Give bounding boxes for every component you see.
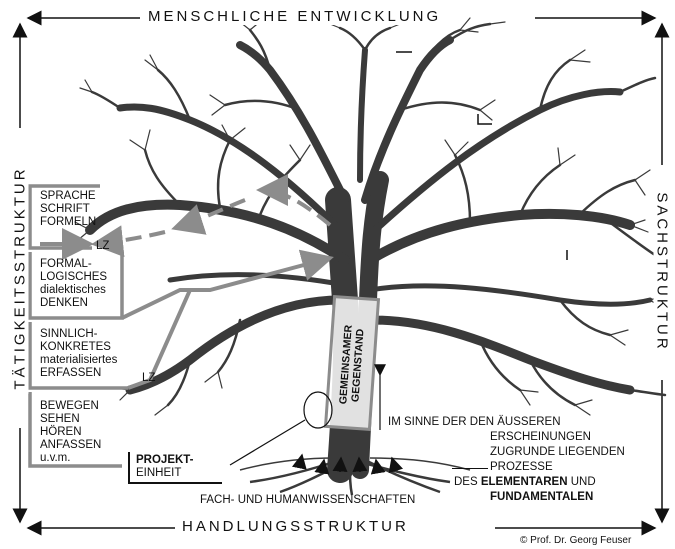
roots-label: FACH- UND HUMANWISSENSCHAFTEN — [200, 494, 415, 507]
stage-line: ERFASSEN — [40, 367, 117, 380]
explanation-line6: FUNDAMENTALEN — [490, 491, 593, 504]
stage-thinking: FORMAL- LOGISCHES dialektisches DENKEN — [40, 258, 107, 310]
project-line1: PROJEKT- — [136, 454, 194, 467]
stage-line: KONKRETES — [40, 341, 117, 354]
explanation-line2: ERSCHEINUNGEN — [490, 431, 591, 444]
stage-line: SEHEN — [40, 413, 101, 426]
stage-line: FORMAL- — [40, 258, 107, 271]
project-pointer — [230, 420, 305, 465]
lz-marker-lower: LZ — [142, 372, 155, 385]
explanation-und: UND — [568, 476, 596, 488]
stage-line: FORMELN — [40, 216, 96, 229]
frame-title-bottom: HANDLUNGSSTRUKTUR — [178, 518, 413, 535]
stage-line: DENKEN — [40, 297, 107, 310]
frame-title-left: TÄTIGKEITSSTRUKTUR — [12, 162, 29, 393]
explanation-line4: PROZESSE — [490, 461, 553, 474]
stage-grasping: SINNLICH- KONKRETES materialisiertes ERF… — [40, 328, 117, 380]
copyright-notice: © Prof. Dr. Georg Feuser — [520, 535, 631, 546]
stage-line: dialektisches — [40, 284, 107, 297]
explanation-elementaren: ELEMENTAREN — [481, 476, 568, 488]
stage-line: materialisiertes — [40, 354, 117, 367]
project-line2: EINHEIT — [136, 467, 194, 480]
explanation-line1: IM SINNE DER DEN ÄUSSEREN — [388, 416, 561, 429]
tick-marks — [396, 52, 567, 260]
stage-line: SCHRIFT — [40, 203, 96, 216]
stage-senses: BEWEGEN SEHEN HÖREN ANFASSEN u.v.m. — [40, 400, 101, 465]
explanation-des: DES — [454, 476, 481, 488]
lz-marker-upper: LZ — [96, 240, 109, 253]
stage-line: LOGISCHES — [40, 271, 107, 284]
stage-line: BEWEGEN — [40, 400, 101, 413]
explanation-bracket — [452, 468, 488, 469]
stage-line: u.v.m. — [40, 452, 101, 465]
frame-title-top: MENSCHLICHE ENTWICKLUNG — [144, 8, 445, 25]
stage-line: HÖREN — [40, 426, 101, 439]
stage-language: SPRACHE SCHRIFT FORMELN — [40, 190, 96, 229]
frame-title-right: SACHSTRUKTUR — [654, 188, 671, 355]
stage-line: ANFASSEN — [40, 439, 101, 452]
stage-line: SPRACHE — [40, 190, 96, 203]
stage-line: SINNLICH- — [40, 328, 117, 341]
explanation-line3: ZUGRUNDE LIEGENDEN — [490, 446, 625, 459]
explanation-line5: DES ELEMENTAREN UND — [454, 476, 596, 489]
project-label: PROJEKT- EINHEIT — [136, 454, 194, 480]
